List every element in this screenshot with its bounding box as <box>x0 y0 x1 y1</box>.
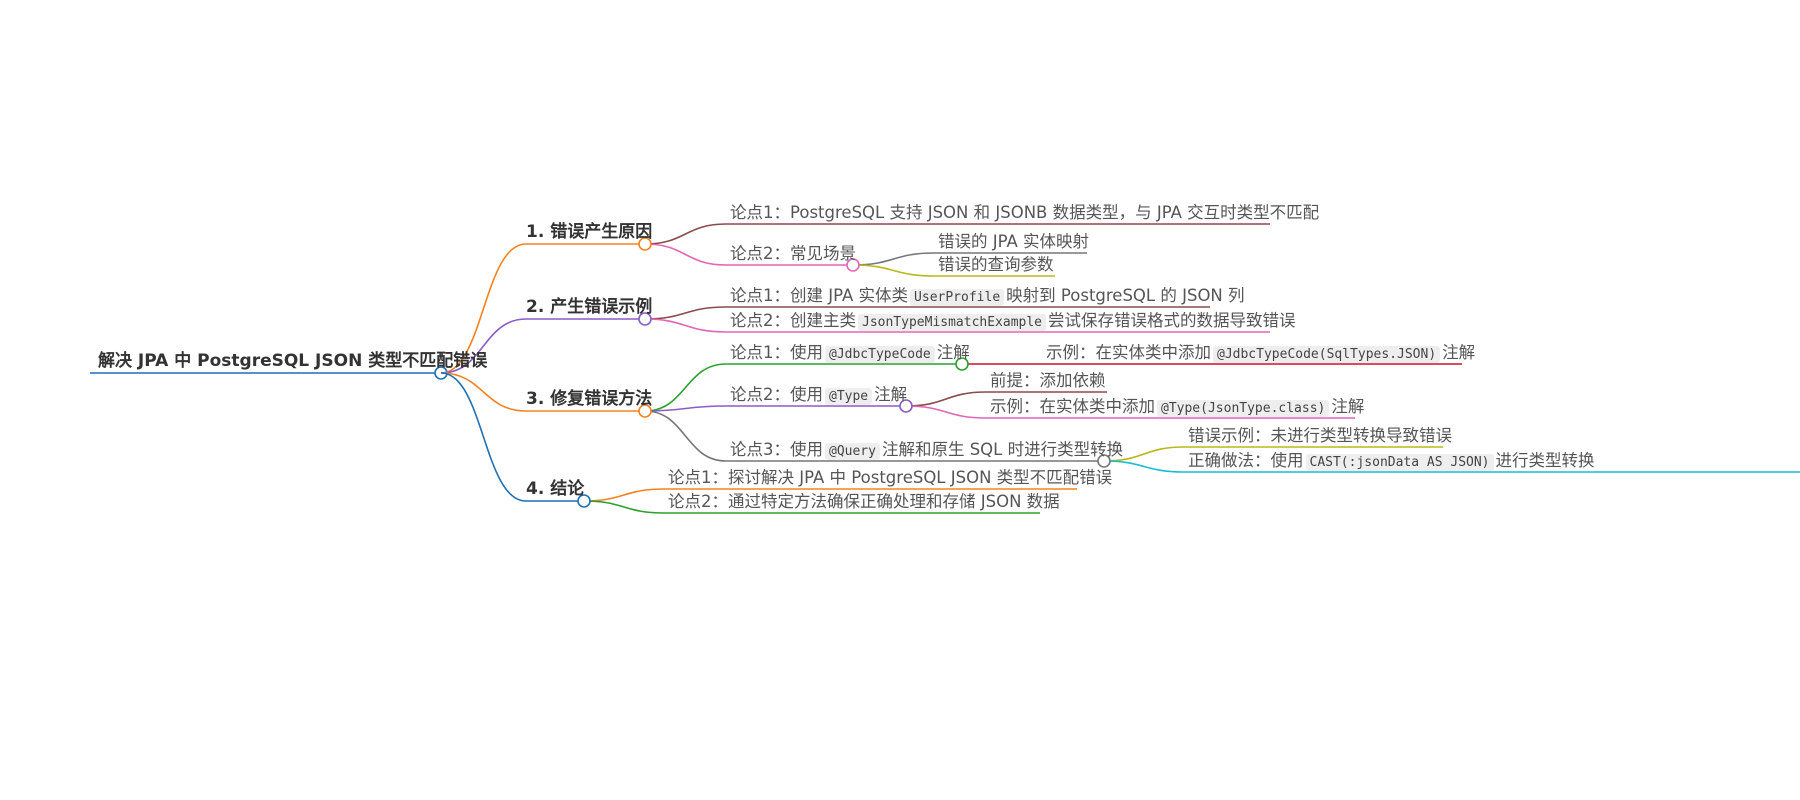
text-segment: 错误的 JPA 实体映射 <box>938 232 1090 251</box>
text-segment: 示例：在实体类中添加 <box>1046 343 1211 362</box>
code-snippet: @Type <box>825 388 873 405</box>
branch-2-title: 2. 产生错误示例 <box>526 297 653 317</box>
root-to-branch-2-edge <box>440 318 527 374</box>
text-segment: 论点2：使用 <box>730 385 823 404</box>
branch-1-point-1: 论点1：PostgreSQL 支持 JSON 和 JSONB 数据类型，与 JP… <box>730 203 1319 223</box>
text-segment: 示例：在实体类中添加 <box>990 397 1155 416</box>
root-to-branch-3-edge <box>440 372 527 412</box>
point-node-dot <box>899 399 913 413</box>
branch-3-item-2-edge <box>644 405 727 412</box>
text-segment: 注解 <box>1331 397 1365 416</box>
sub-point-edge <box>1103 460 1185 473</box>
text-segment: 尝试保存错误格式的数据导致错误 <box>1048 311 1296 330</box>
branch-4-item-1-edge <box>583 488 665 502</box>
sub-point-1-2-1: 错误的 JPA 实体映射 <box>938 232 1089 252</box>
branch-1-item-1-edge <box>644 223 727 245</box>
branch-1-point-2: 论点2：常见场景 <box>730 244 856 264</box>
code-snippet: @JdbcTypeCode <box>825 346 935 363</box>
branch-2-node-dot <box>638 312 652 326</box>
sub-point-1-2-2: 错误的查询参数 <box>938 255 1054 275</box>
text-segment: 论点2：通过特定方法确保正确处理和存储 JSON 数据 <box>668 492 1060 511</box>
point-node-dot <box>1097 454 1111 468</box>
text-segment: 论点2：常见场景 <box>730 244 856 263</box>
branch-3-item-1-edge <box>644 363 727 412</box>
root-title: 解决 JPA 中 PostgreSQL JSON 类型不匹配错误 <box>98 351 488 371</box>
branch-3-title: 3. 修复错误方法 <box>526 389 653 409</box>
branch-1-item-2-edge <box>644 243 727 266</box>
branch-3-node-dot <box>638 404 652 418</box>
text-segment: 论点3：使用 <box>730 440 823 459</box>
text-segment: 映射到 PostgreSQL 的 JSON 列 <box>1006 286 1245 305</box>
branch-4-point-1: 论点1：探讨解决 JPA 中 PostgreSQL JSON 类型不匹配错误 <box>668 468 1112 488</box>
branch-4-point-2: 论点2：通过特定方法确保正确处理和存储 JSON 数据 <box>668 492 1060 512</box>
code-snippet: UserProfile <box>910 289 1005 306</box>
sub-point-3-2-1: 前提：添加依赖 <box>990 371 1106 391</box>
branch-4-node-dot <box>577 494 591 508</box>
root-to-branch-4-edge <box>440 372 527 502</box>
branch-2-item-2-edge <box>644 318 727 333</box>
text-segment: 论点2：创建主类 <box>730 311 856 330</box>
root-to-branch-1-edge <box>440 243 527 374</box>
text-segment: 错误的查询参数 <box>938 255 1054 274</box>
sub-point-edge <box>852 264 935 277</box>
branch-1-title: 1. 错误产生原因 <box>526 222 653 242</box>
text-segment: 论点1：PostgreSQL 支持 JSON 和 JSONB 数据类型，与 JP… <box>730 203 1320 222</box>
branch-1-node-dot <box>638 237 652 251</box>
text-segment: 前提：添加依赖 <box>990 371 1106 390</box>
sub-point-3-3-1: 错误示例：未进行类型转换导致错误 <box>1188 426 1452 446</box>
branch-3-item-3-edge <box>644 410 727 462</box>
sub-point-3-1-1: 示例：在实体类中添加@JdbcTypeCode(SqlTypes.JSON)注解 <box>1046 343 1475 365</box>
text-segment: 注解 <box>1442 343 1476 362</box>
sub-point-edge <box>905 391 987 407</box>
code-snippet: JsonTypeMismatchExample <box>858 314 1047 331</box>
point-node-dot <box>846 258 860 272</box>
text-segment: 正确做法：使用 <box>1188 451 1304 470</box>
branch-4-title: 4. 结论 <box>526 479 585 499</box>
text-segment: 注解 <box>874 385 908 404</box>
sub-point-edge <box>905 405 987 419</box>
text-segment: 论点1：探讨解决 JPA 中 PostgreSQL JSON 类型不匹配错误 <box>668 468 1113 487</box>
code-snippet: CAST(:jsonData AS JSON) <box>1305 454 1494 471</box>
text-segment: 进行类型转换 <box>1495 451 1595 470</box>
branch-4-item-2-edge <box>583 500 665 514</box>
text-segment: 论点1：使用 <box>730 343 823 362</box>
code-snippet: @JdbcTypeCode(SqlTypes.JSON) <box>1213 346 1441 363</box>
text-segment: 错误示例：未进行类型转换导致错误 <box>1188 426 1452 445</box>
sub-point-edge <box>852 252 935 266</box>
point-node-dot <box>955 357 969 371</box>
text-segment: 论点1：创建 JPA 实体类 <box>730 286 909 305</box>
text-segment: 注解和原生 SQL 时进行类型转换 <box>881 440 1124 459</box>
branch-2-item-1-edge <box>644 306 727 320</box>
sub-point-3-2-2: 示例：在实体类中添加@Type(JsonType.class)注解 <box>990 397 1364 419</box>
code-snippet: @Query <box>825 443 880 460</box>
text-segment: 注解 <box>936 343 970 362</box>
code-snippet: @Type(JsonType.class) <box>1157 400 1330 417</box>
